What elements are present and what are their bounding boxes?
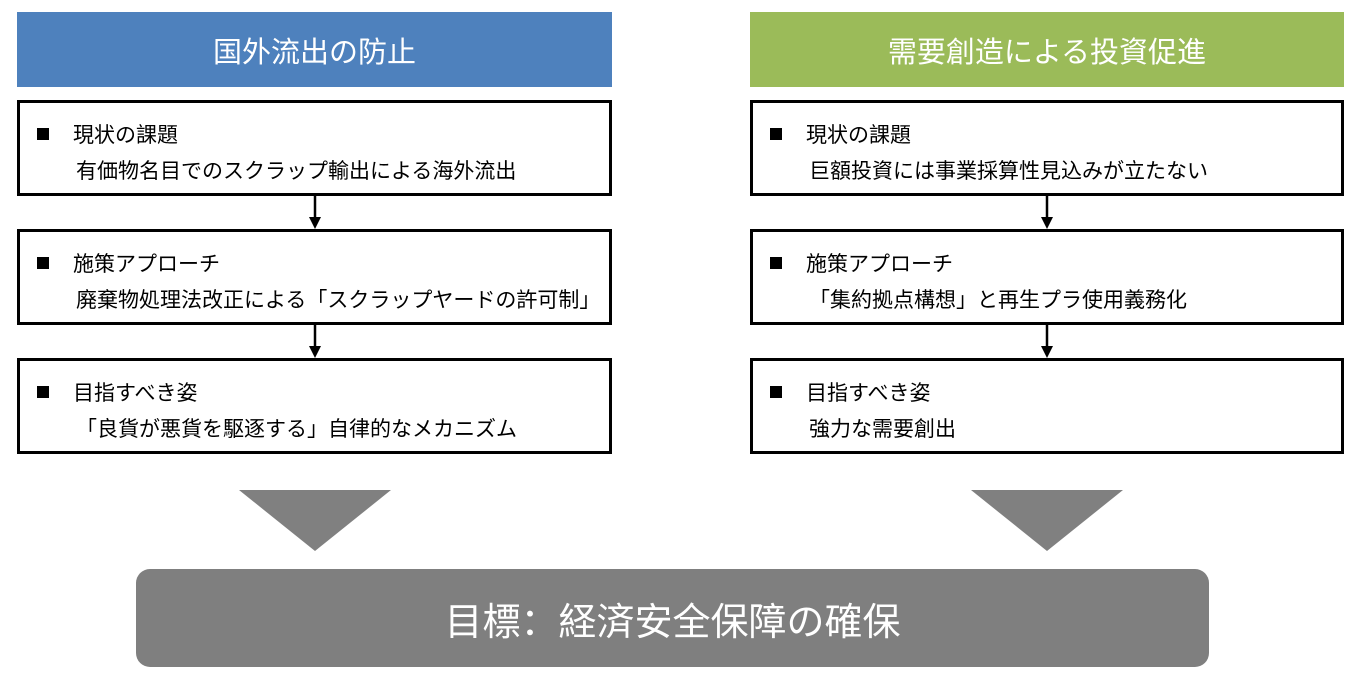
step-text: 「集約拠点構想」と再生プラ使用義務化: [809, 288, 1187, 312]
down-arrow-icon: [309, 196, 321, 229]
step-text: 強力な需要創出: [809, 417, 956, 441]
down-arrow-icon: [309, 325, 321, 358]
square-bullet-icon: [37, 128, 49, 140]
step-box-current-issue: 現状の課題 有価物名目でのスクラップ輸出による海外流出: [17, 100, 612, 196]
step-box-current-issue: 現状の課題 巨額投資には事業採算性見込みが立たない: [750, 100, 1344, 196]
square-bullet-icon: [770, 128, 782, 140]
square-bullet-icon: [770, 257, 782, 269]
step-box-policy-approach: 施策アプローチ 廃棄物処理法改正による「スクラップヤードの許可制」: [17, 229, 612, 325]
triangle-down-icon: [971, 490, 1123, 555]
column-header: 国外流出の防止: [17, 12, 612, 87]
column-foreign-outflow: 国外流出の防止 現状の課題 有価物名目でのスクラップ輸出による海外流出 施策アプ…: [17, 12, 612, 454]
step-title: 目指すべき姿: [806, 381, 931, 405]
column-investment-promotion: 需要創造による投資促進 現状の課題 巨額投資には事業採算性見込みが立たない 施策…: [750, 12, 1344, 454]
step-text: 「良貨が悪貨を駆逐する」自律的なメカニズム: [76, 417, 517, 441]
down-arrow-icon: [1041, 196, 1053, 229]
step-title: 施策アプローチ: [806, 252, 953, 276]
step-text: 巨額投資には事業採算性見込みが立たない: [809, 159, 1208, 183]
down-arrow-icon: [1041, 325, 1053, 358]
square-bullet-icon: [37, 386, 49, 398]
step-title: 施策アプローチ: [73, 252, 220, 276]
step-box-target-state: 目指すべき姿 強力な需要創出: [750, 358, 1344, 454]
square-bullet-icon: [37, 257, 49, 269]
step-title: 現状の課題: [806, 123, 911, 147]
step-text: 有価物名目でのスクラップ輸出による海外流出: [76, 159, 517, 183]
step-box-target-state: 目指すべき姿 「良貨が悪貨を駆逐する」自律的なメカニズム: [17, 358, 612, 454]
step-box-policy-approach: 施策アプローチ 「集約拠点構想」と再生プラ使用義務化: [750, 229, 1344, 325]
step-title: 目指すべき姿: [73, 381, 198, 405]
goal-banner: 目標：経済安全保障の確保: [136, 569, 1209, 667]
step-title: 現状の課題: [73, 123, 178, 147]
column-header: 需要創造による投資促進: [750, 12, 1344, 87]
triangle-down-icon: [239, 490, 391, 555]
square-bullet-icon: [770, 386, 782, 398]
step-text: 廃棄物処理法改正による「スクラップヤードの許可制」: [76, 288, 601, 312]
